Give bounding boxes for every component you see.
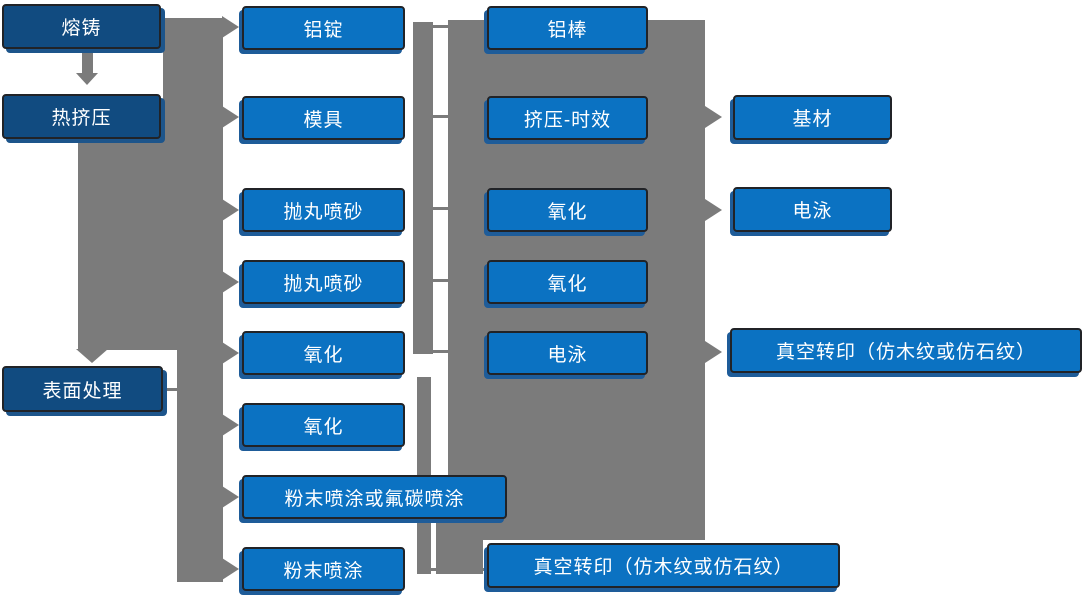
arrowhead-right-shot-blast-2-icon xyxy=(222,271,239,293)
node-oxidation-c2-1: 氧化 xyxy=(242,331,405,375)
arrowhead-right-vacuum-transfer-icon xyxy=(705,341,722,363)
arrowhead-right-mold-icon xyxy=(222,106,239,128)
node-oxidation-c3-1: 氧化 xyxy=(487,188,648,232)
node-hot-extrusion: 热挤压 xyxy=(2,94,161,139)
node-melting: 熔铸 xyxy=(2,4,161,49)
node-vacuum-transfer-bottom: 真空转印（仿木纹或仿石纹） xyxy=(487,543,840,588)
node-mold: 模具 xyxy=(242,96,405,140)
node-powder-or-fluorocarbon: 粉末喷涂或氟碳喷涂 xyxy=(242,475,507,519)
connector-line-mold xyxy=(414,115,450,118)
node-oxidation-c2-2: 氧化 xyxy=(242,403,405,447)
connector-left-trunk-lower xyxy=(177,350,223,582)
node-shot-blast-2: 抛丸喷砂 xyxy=(242,260,405,304)
connector-melting-to-hot-extrusion xyxy=(82,48,93,75)
arrowhead-right-powder-fluorocarbon-icon xyxy=(222,486,239,508)
connector-line-shot-blast-2 xyxy=(414,279,450,282)
arrowhead-down-surface-treatment-icon xyxy=(76,349,108,363)
node-electrophoresis-c4: 电泳 xyxy=(733,187,892,232)
node-extrusion-aging: 挤压-时效 xyxy=(487,96,648,140)
arrowhead-right-electrophoresis-icon xyxy=(705,199,722,221)
node-aluminum-ingot: 铝锭 xyxy=(242,6,405,50)
node-aluminum-rod: 铝棒 xyxy=(487,6,648,50)
node-shot-blast-1: 抛丸喷砂 xyxy=(242,188,405,232)
node-electrophoresis-c3: 电泳 xyxy=(487,331,648,375)
arrowhead-right-oxidation-2-icon xyxy=(222,414,239,436)
connector-line-shot-blast-1 xyxy=(414,207,450,210)
arrowhead-right-aluminum-ingot-icon xyxy=(222,16,239,38)
connector-left-trunk-upper xyxy=(163,18,223,350)
arrowhead-right-shot-blast-1-icon xyxy=(222,199,239,221)
arrowhead-down-hot-extrusion-icon xyxy=(76,73,98,85)
arrowhead-right-base-material-icon xyxy=(705,106,722,128)
connector-left-trunk-wide xyxy=(78,139,163,350)
node-oxidation-c3-2: 氧化 xyxy=(487,260,648,304)
connector-main-trunk-extension xyxy=(436,519,483,574)
connector-line-vacuum-transfer-bottom xyxy=(417,568,487,571)
arrowhead-right-oxidation-1-icon xyxy=(222,342,239,364)
node-vacuum-transfer-right: 真空转印（仿木纹或仿石纹） xyxy=(730,328,1082,373)
connector-surface-treatment-stub xyxy=(163,388,179,391)
connector-line-oxidation xyxy=(414,350,450,353)
node-powder-coating: 粉末喷涂 xyxy=(242,547,405,591)
arrowhead-right-powder-coating-icon xyxy=(222,558,239,580)
connector-line-aluminum-ingot xyxy=(414,25,450,28)
node-base-material: 基材 xyxy=(733,95,892,140)
connector-merge-band-upper xyxy=(413,22,433,354)
node-surface-treatment: 表面处理 xyxy=(2,366,163,412)
